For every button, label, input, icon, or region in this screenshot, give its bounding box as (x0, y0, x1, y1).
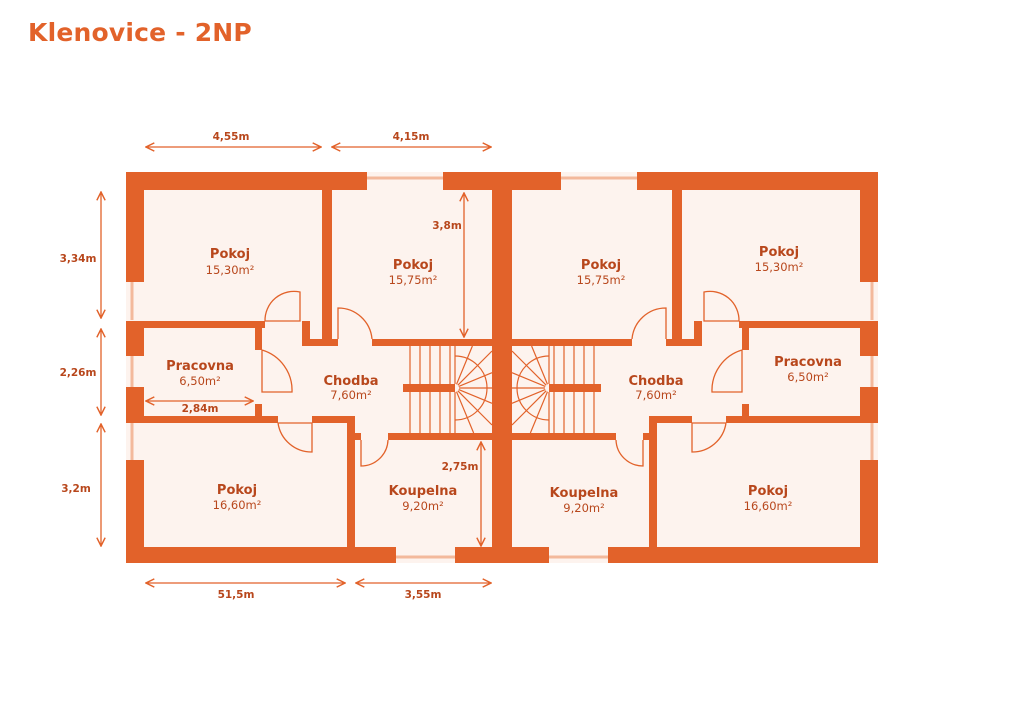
dim-label: 2,75m (442, 461, 479, 473)
dim-label: 51,5m (218, 589, 255, 601)
room-area: 6,50m² (787, 370, 828, 384)
dim-label: 3,2m (61, 483, 91, 495)
room-name: Pokoj (393, 258, 433, 273)
room-name: Pracovna (166, 359, 234, 374)
room-name: Pokoj (759, 245, 799, 260)
room-name: Pracovna (774, 355, 842, 370)
room-area: 7,60m² (635, 388, 676, 402)
dim-label: 2,26m (60, 367, 97, 379)
room-name: Koupelna (389, 484, 458, 499)
dimension-labels: 4,55m 4,15m 3,34m 2,26m 3,2m 51,5m 3,55m… (60, 131, 479, 601)
room-area: 15,30m² (206, 263, 255, 277)
room-name: Pokoj (210, 247, 250, 262)
dim-label: 4,15m (393, 131, 430, 143)
room-area: 16,60m² (213, 498, 262, 512)
room-name: Koupelna (550, 486, 619, 501)
dim-label: 2,84m (182, 403, 219, 415)
room-name: Pokoj (581, 258, 621, 273)
room-area: 6,50m² (179, 374, 220, 388)
room-area: 16,60m² (744, 499, 793, 513)
plan-title: Klenovice - 2NP (28, 18, 252, 47)
room-name: Pokoj (217, 483, 257, 498)
room-area: 9,20m² (402, 499, 443, 513)
room-area: 9,20m² (563, 501, 604, 515)
dimension-lines (101, 147, 491, 583)
room-name: Pokoj (748, 484, 788, 499)
room-name: Chodba (323, 374, 378, 389)
dim-label: 3,34m (60, 253, 97, 265)
room-area: 15,75m² (389, 273, 438, 287)
room-labels: Pokoj 15,30m² Pokoj 15,75m² Pracovna 6,5… (166, 245, 842, 515)
room-area: 7,60m² (330, 388, 371, 402)
dim-label: 3,55m (405, 589, 442, 601)
dim-label: 3,8m (432, 220, 462, 232)
room-area: 15,75m² (577, 273, 626, 287)
dim-label: 4,55m (213, 131, 250, 143)
room-name: Chodba (628, 374, 683, 389)
room-area: 15,30m² (755, 260, 804, 274)
